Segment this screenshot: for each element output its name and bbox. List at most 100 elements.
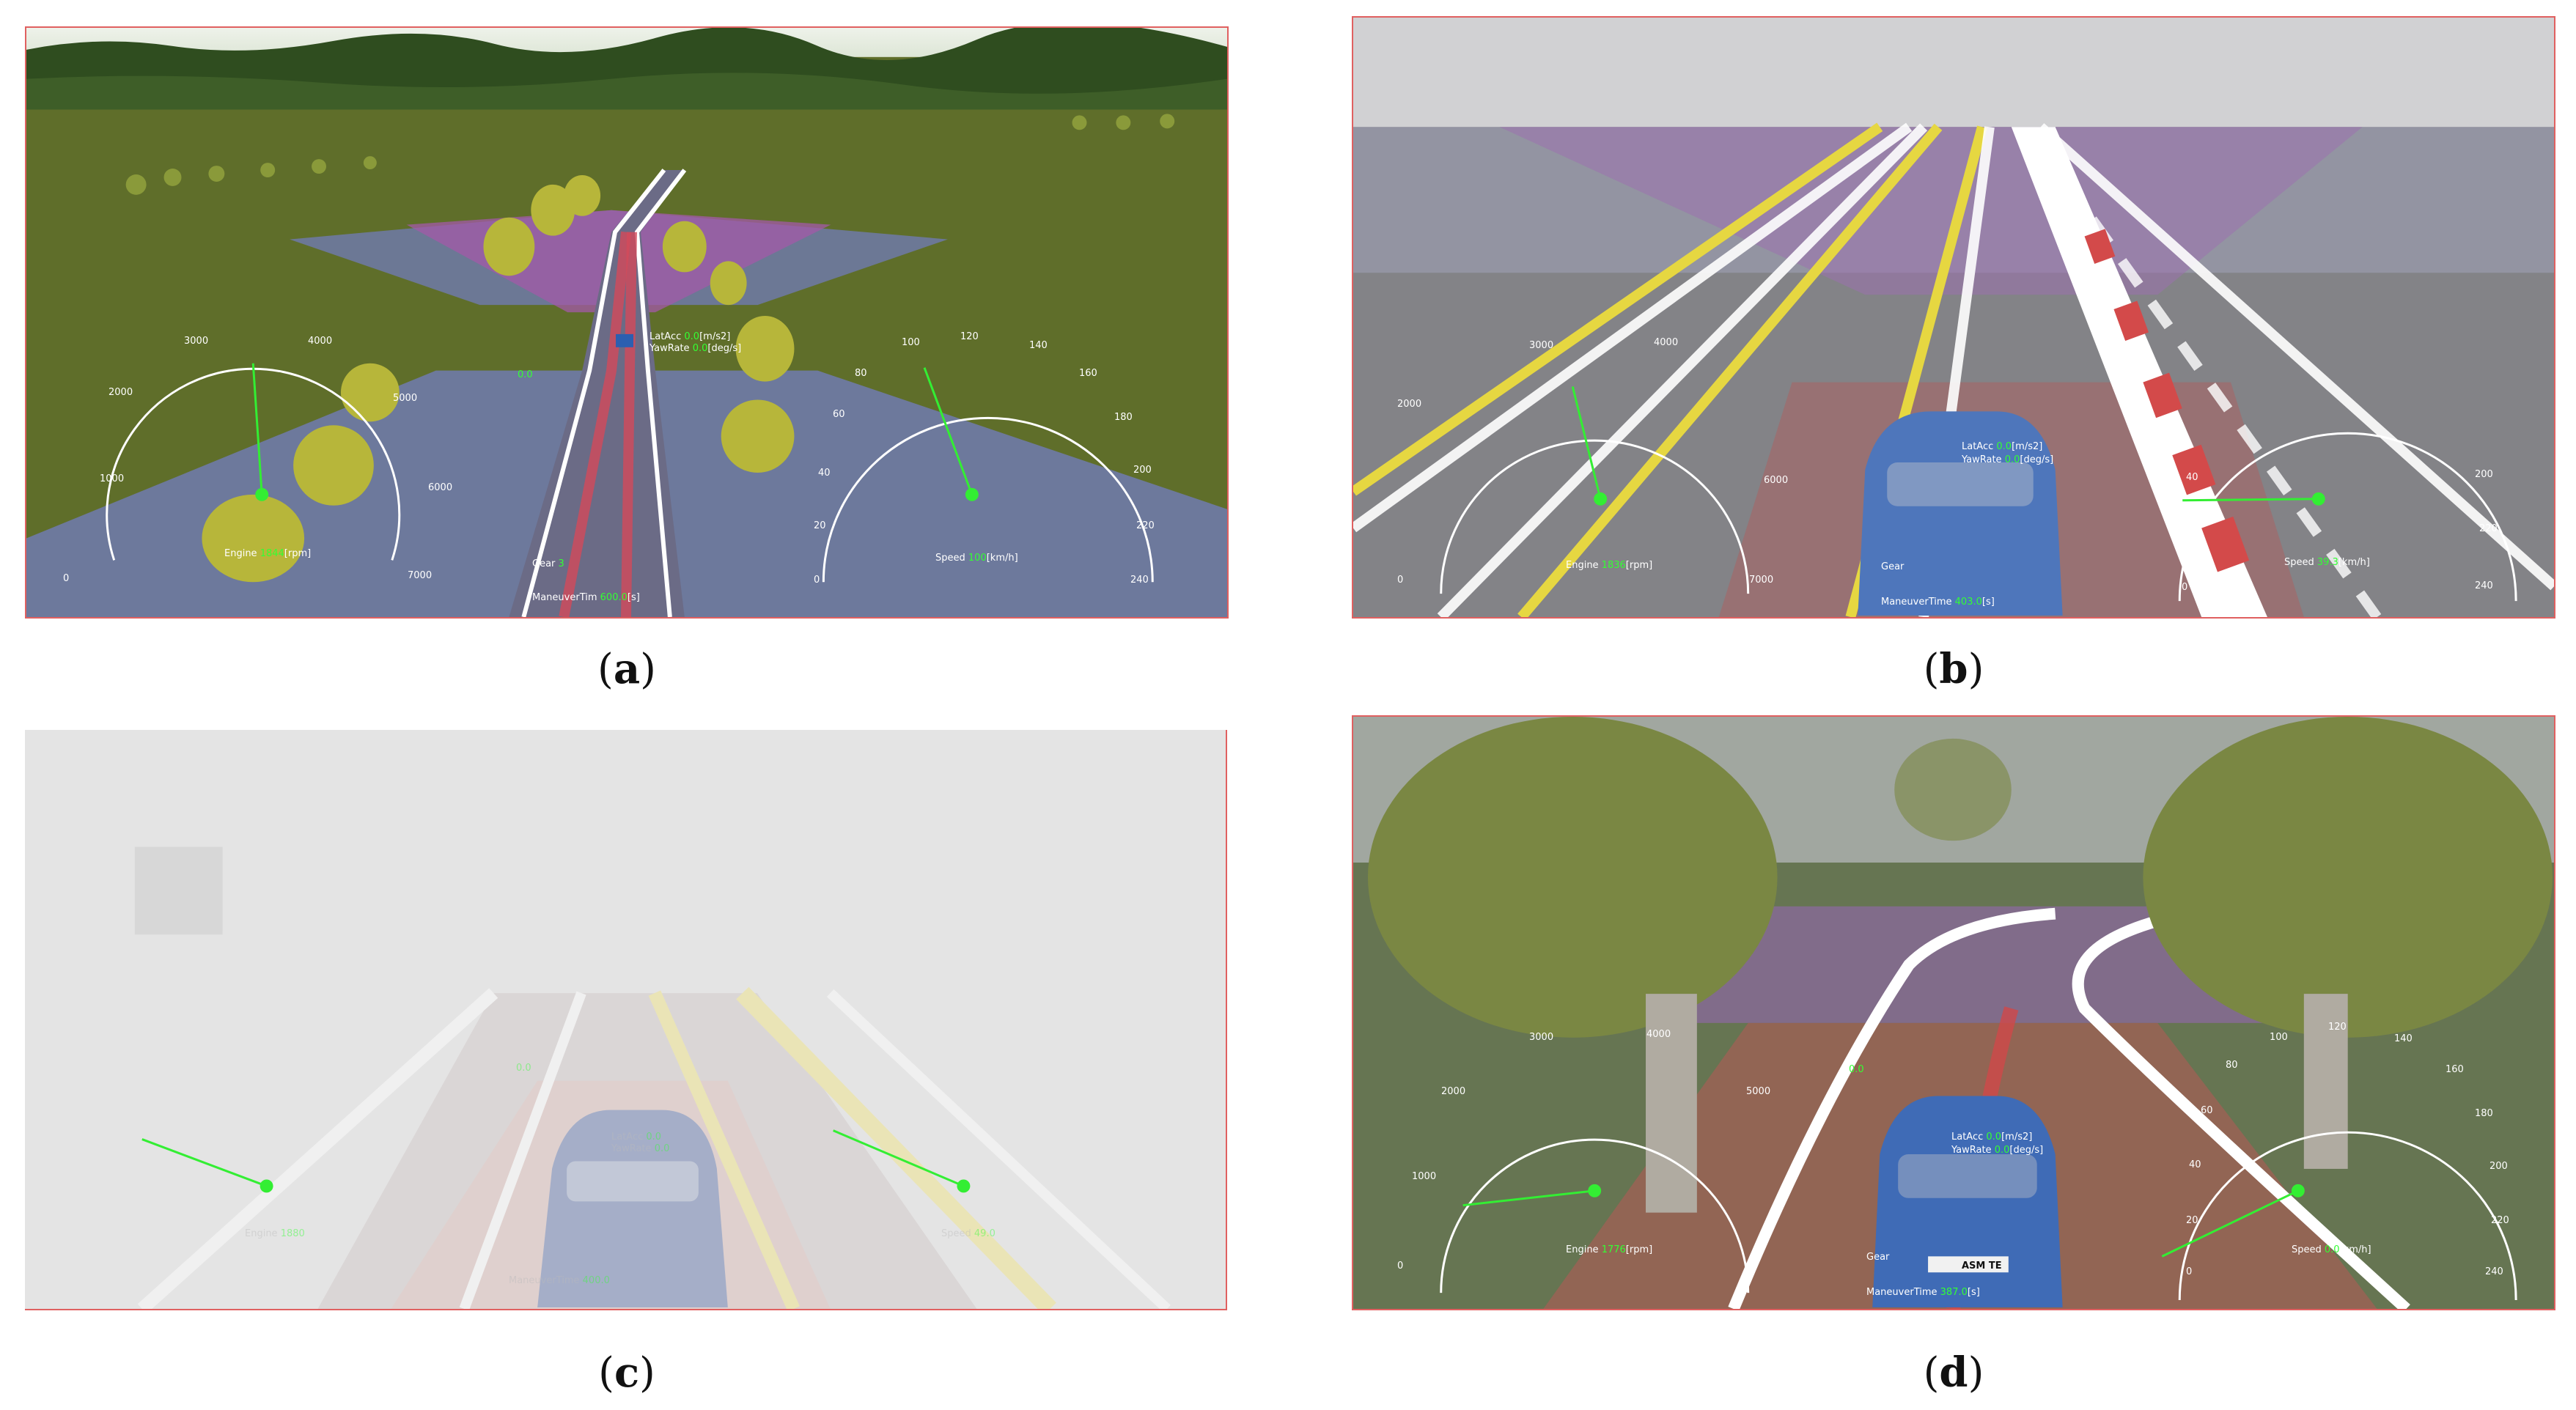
speed-tick-a-8: 160 <box>1079 368 1097 379</box>
speed-tick-d-2: 40 <box>2189 1159 2201 1170</box>
speed-tick-d-7: 140 <box>2394 1033 2413 1044</box>
speed-readout-c: Speed 49.0 <box>941 1228 996 1239</box>
speed-tick-a-11: 220 <box>1136 520 1155 531</box>
rpm-needle-hub-b <box>1594 492 1608 506</box>
speed-tick-d-10: 200 <box>2489 1161 2508 1172</box>
speed-needle-hub-c <box>957 1179 971 1193</box>
rpm-tick-b-4: 4000 <box>1654 337 1679 348</box>
gear-readout-d: Gear <box>1866 1252 1890 1263</box>
rpm-tick-a-1: 2000 <box>108 387 133 398</box>
latacc-readout-c: LatAcc 0.0 <box>611 1132 662 1143</box>
yawrate-readout-a: YawRate 0.0[deg/s] <box>649 343 742 354</box>
scene-d <box>1353 717 2554 1309</box>
maneuver-readout-b: ManeuverTime 403.0[s] <box>1881 597 1995 608</box>
panel-c: Engine 1880 Speed 49.0 ManeuverTime 400.… <box>25 730 1227 1310</box>
rpm-needle-hub-c <box>260 1179 273 1193</box>
speed-needle-a <box>923 367 974 495</box>
rpm-tick-a-7: 0 <box>63 573 70 584</box>
speed-tick-a-2: 40 <box>818 468 831 479</box>
speed-gauge-a <box>822 416 1154 583</box>
rpm-tick-b-2: 2000 <box>1397 399 1422 410</box>
speed-tick-a-6: 120 <box>960 331 979 342</box>
speed-needle-c <box>833 1129 965 1187</box>
speed-tick-d-12: 240 <box>2485 1266 2503 1277</box>
speed-needle-hub-d <box>2291 1184 2305 1197</box>
yawrate-readout-c: YawRate 0.0 <box>611 1143 670 1154</box>
speed-tick-d-11: 220 <box>2491 1215 2509 1226</box>
rpm-needle-d <box>1462 1189 1595 1207</box>
speed-tick-a-4: 80 <box>855 368 867 379</box>
mid-value-c: 0.0 <box>516 1063 531 1074</box>
latacc-readout-b: LatAcc 0.0[m/s2] <box>1962 441 2043 452</box>
caption-b: (b) <box>1923 645 1984 693</box>
speed-tick-a-12: 240 <box>1130 575 1149 586</box>
rpm-tick-a-3: 4000 <box>308 336 333 347</box>
speed-tick-d-9: 180 <box>2475 1108 2493 1119</box>
rpm-tick-a-2: 3000 <box>184 336 209 347</box>
panel-a: Engine 1844[rpm] Speed 100[km/h] Gear 3 … <box>25 26 1229 619</box>
speed-tick-a-7: 140 <box>1029 340 1048 351</box>
rpm-tick-d-5: 5000 <box>1746 1086 1771 1097</box>
speed-needle-hub-a <box>965 487 979 501</box>
speed-tick-a-10: 200 <box>1133 465 1152 476</box>
latacc-readout-d: LatAcc 0.0[m/s2] <box>1951 1132 2033 1143</box>
rpm-needle-hub-a <box>255 487 269 501</box>
rpm-needle-a <box>251 363 263 495</box>
rpm-tick-b-0: 0 <box>1397 575 1404 586</box>
rpm-tick-d-0: 0 <box>1397 1260 1404 1271</box>
speed-tick-a-0: 0 <box>814 575 820 586</box>
panel-b: Engine 1836[rpm] Speed 39.3[km/h] Gear M… <box>1352 16 2555 619</box>
rpm-needle-c <box>141 1138 268 1187</box>
rpm-tick-a-6: 7000 <box>408 570 433 581</box>
engine-readout-c: Engine 1880 <box>245 1228 305 1239</box>
rpm-tick-d-3: 3000 <box>1529 1032 1554 1043</box>
rpm-tick-a-5: 6000 <box>428 482 453 493</box>
ego-car-c <box>537 1110 728 1308</box>
yawrate-readout-b: YawRate 0.0[deg/s] <box>1962 454 2054 465</box>
rpm-gauge-b <box>1440 439 1750 594</box>
speed-tick-b-12: 240 <box>2475 580 2493 591</box>
speed-tick-b-1: 20 <box>2182 528 2194 539</box>
maneuver-readout-a: ManeuverTim 600.0[s] <box>532 592 640 603</box>
rpm-tick-b-7: 7000 <box>1749 575 1774 586</box>
rpm-tick-d-2: 2000 <box>1441 1086 1466 1097</box>
speed-tick-d-0: 0 <box>2186 1266 2193 1277</box>
speed-gauge-b <box>2178 432 2517 602</box>
speed-tick-a-1: 20 <box>814 520 826 531</box>
speed-readout-a: Speed 100[km/h] <box>935 553 1018 564</box>
caption-a: (a) <box>597 645 656 693</box>
speed-tick-b-2: 40 <box>2186 472 2198 483</box>
speed-tick-b-11: 220 <box>2479 523 2498 534</box>
caption-c: (c) <box>598 1348 655 1397</box>
speed-tick-b-0: 0 <box>2182 582 2188 593</box>
rpm-tick-d-1: 1000 <box>1412 1171 1437 1182</box>
mid-value-a: 0.0 <box>518 369 533 380</box>
rpm-tick-a-4: 5000 <box>393 393 418 404</box>
scene-c <box>25 730 1226 1309</box>
speed-tick-a-3: 60 <box>833 409 845 420</box>
rpm-tick-d-4: 4000 <box>1646 1029 1671 1040</box>
rpm-tick-a-0: 1000 <box>100 473 125 484</box>
ego-car-b <box>1858 411 2063 616</box>
speed-readout-d: Speed 0.0[km/h] <box>2292 1244 2371 1255</box>
speed-tick-d-6: 120 <box>2328 1022 2347 1033</box>
speed-tick-b-10: 200 <box>2475 469 2493 480</box>
license-plate-d: ASM TE <box>1962 1260 2002 1271</box>
speed-tick-d-5: 100 <box>2270 1032 2288 1043</box>
engine-readout-b: Engine 1836[rpm] <box>1566 560 1653 571</box>
speed-tick-a-9: 180 <box>1114 412 1133 423</box>
speed-needle-b <box>2182 498 2319 502</box>
speed-tick-d-4: 80 <box>2226 1060 2238 1071</box>
caption-d: (d) <box>1923 1348 1984 1397</box>
rpm-gauge-d <box>1440 1138 1750 1293</box>
speed-gauge-d <box>2178 1131 2517 1301</box>
speed-tick-d-1: 20 <box>2186 1215 2198 1226</box>
rpm-needle-b <box>1571 386 1602 500</box>
speed-tick-d-8: 160 <box>2446 1064 2464 1075</box>
gear-readout-b: Gear <box>1881 561 1905 572</box>
maneuver-readout-d: ManeuverTime 387.0[s] <box>1866 1287 1980 1298</box>
gear-readout-a: Gear 3 <box>532 558 564 569</box>
engine-readout-d: Engine 1776[rpm] <box>1566 1244 1653 1255</box>
speed-readout-b: Speed 39.3[km/h] <box>2284 557 2370 568</box>
ego-car-a <box>616 333 633 347</box>
